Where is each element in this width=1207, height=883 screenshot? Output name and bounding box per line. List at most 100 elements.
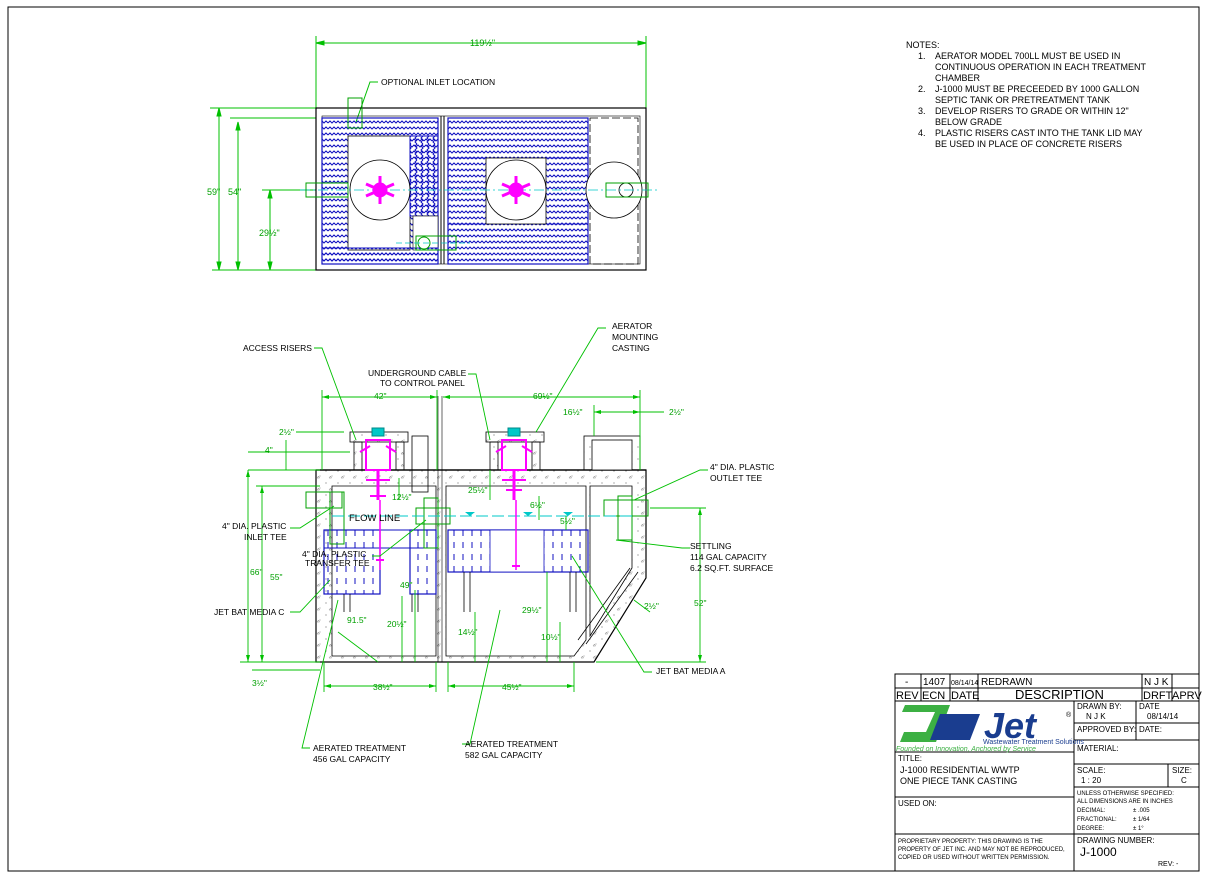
plan-inner-width-dim: 54" [228, 187, 241, 197]
dim-label: 6½" [530, 500, 545, 510]
outlet-tee-label: 4" DIA. PLASTIC [710, 462, 774, 472]
dim-label: 10½" [541, 632, 561, 642]
hdr-ecn: ECN [922, 690, 945, 702]
jet-logo: Jet ® Wastewater Treatment Solutions Fou… [896, 705, 1084, 753]
note-1-line: CONTINUOUS OPERATION IN EACH TREATMENT [935, 62, 1147, 72]
tolerance-label: FRACTIONAL: [1077, 817, 1117, 823]
settling-label: 114 GAL CAPACITY [690, 552, 767, 562]
note-4-line: BE USED IN PLACE OF CONCRETE RISERS [935, 139, 1122, 149]
note-1-line: AERATOR MODEL 700LL MUST BE USED IN [935, 51, 1120, 61]
dim-label: 2½" [669, 407, 684, 417]
date-label: DATE [1139, 702, 1160, 711]
section-view: ACCESS RISERS UNDERGROUND CABLE TO CONTR… [214, 321, 774, 764]
logo-subtitle: Wastewater Treatment Solutions [983, 739, 1084, 746]
aerator-right [495, 427, 533, 570]
inlet-tee-label: INLET TEE [244, 532, 287, 542]
hdr-date: DATE [951, 690, 980, 702]
aerated-chamber-2-label: 582 GAL CAPACITY [465, 750, 543, 760]
plan-width-dim: 59" [207, 187, 220, 197]
dim-label: 20½" [387, 619, 407, 629]
access-risers-label: ACCESS RISERS [243, 343, 312, 353]
drawing-number: J-1000 [1080, 845, 1117, 859]
hdr-description: DESCRIPTION [1015, 687, 1104, 702]
proprietary-notice: PROPRIETARY PROPERTY: THIS DRAWING IS TH… [898, 839, 1043, 845]
media-a-label: JET BAT MEDIA A [656, 666, 726, 676]
note-2-line: J-1000 MUST BE PRECEEDED BY 1000 GALLON [935, 84, 1139, 94]
dim-label: 52" [694, 598, 706, 608]
size-value: C [1181, 776, 1187, 785]
title-label: TITLE: [898, 754, 922, 763]
note-1-line: CHAMBER [935, 73, 981, 83]
notes-block: NOTES: 1. AERATOR MODEL 700LL MUST BE US… [906, 40, 1147, 149]
aerated-chamber-1-label: AERATED TREATMENT [313, 743, 406, 753]
tolerance-value: ± 1° [1133, 826, 1144, 832]
inlet-tee-label: 4" DIA. PLASTIC [222, 521, 286, 531]
dim-label: 5½" [560, 516, 575, 526]
revision-label: REV: - [1158, 861, 1179, 868]
drft-cell: N J K [1144, 677, 1169, 688]
dim-label: 29½" [522, 605, 542, 615]
notes-heading: NOTES: [906, 40, 940, 50]
proprietary-notice: PROPERTY OF JET INC. AND MAY NOT BE REPR… [898, 847, 1065, 853]
dim-label: 38½" [373, 682, 393, 692]
dim-label: 69½" [533, 391, 553, 401]
rev-date-cell: 08/14/14 [951, 680, 978, 687]
title-block [894, 673, 1200, 872]
note-4-num: 4. [918, 128, 926, 138]
note-4-line: PLASTIC RISERS CAST INTO THE TANK LID MA… [935, 128, 1143, 138]
transfer-tee-label: 4" DIA. PLASTIC [302, 549, 366, 559]
scale-value: 1 : 20 [1081, 776, 1102, 785]
proprietary-notice: COPIED OR USED WITHOUT WRITTEN PERMISSIO… [898, 855, 1050, 861]
scale-label: SCALE: [1077, 766, 1105, 775]
size-label: SIZE: [1172, 766, 1192, 775]
aerator-casting-label: CASTING [612, 343, 650, 353]
tolerance-heading: ALL DIMENSIONS ARE IN INCHES [1077, 799, 1173, 805]
approved-by-label: APPROVED BY: [1077, 725, 1136, 734]
note-2-line: SEPTIC TANK OR PRETREATMENT TANK [935, 95, 1110, 105]
plan-view: 119½" 59" 54" 29½" OPTIONAL INLET LOCATI… [207, 36, 660, 271]
transfer-tee-label: TRANSFER TEE [305, 558, 370, 568]
dim-label: 42" [374, 391, 386, 401]
rev-cell: - [905, 677, 908, 688]
material-label: MATERIAL: [1077, 744, 1119, 753]
drawing-title: J-1000 RESIDENTIAL WWTP [900, 765, 1020, 775]
note-3-line: BELOW GRADE [935, 117, 1002, 127]
dim-label: 66" [250, 567, 262, 577]
drawing-title: ONE PIECE TANK CASTING [900, 776, 1017, 786]
rev-description-cell: REDRAWN [981, 677, 1032, 688]
settling-label: 6.2 SQ.FT. SURFACE [690, 563, 773, 573]
dim-label: 25½" [468, 485, 488, 495]
tolerance-value: ± .005 [1133, 808, 1150, 814]
note-2-num: 2. [918, 84, 926, 94]
note-3-line: DEVELOP RISERS TO GRADE OR WITHIN 12" [935, 106, 1129, 116]
note-3-num: 3. [918, 106, 926, 116]
dim-label: 3½" [252, 678, 267, 688]
drawn-by-value: N J K [1086, 712, 1106, 721]
dim-label: 14½" [458, 627, 478, 637]
dim-label: 4" [265, 445, 273, 455]
aerated-chamber-1-label: 456 GAL CAPACITY [313, 754, 391, 764]
sheet-border [7, 6, 1200, 872]
cable-label: TO CONTROL PANEL [380, 378, 465, 388]
optional-inlet-label: OPTIONAL INLET LOCATION [381, 77, 495, 87]
dim-label: 2½" [644, 601, 659, 611]
dim-label: 2½" [279, 427, 294, 437]
used-on-label: USED ON: [898, 799, 937, 808]
note-1-num: 1. [918, 51, 926, 61]
dim-label: 55" [270, 572, 282, 582]
approved-date-label: DATE: [1139, 725, 1162, 734]
plan-half-width-dim: 29½" [259, 228, 280, 238]
drawn-by-label: DRAWN BY: [1077, 702, 1122, 711]
logo-wordmark: Jet [984, 705, 1038, 746]
hdr-drft: DRFT [1143, 690, 1173, 702]
registered-mark-icon: ® [1066, 711, 1072, 719]
media-c-label: JET BAT MEDIA C [214, 607, 284, 617]
tolerance-label: DEGREE: [1077, 826, 1104, 832]
dim-label: 12½" [392, 492, 412, 502]
dim-label: 16½" [563, 407, 583, 417]
dim-label: 91.5" [347, 615, 367, 625]
dim-label: 45½" [502, 682, 522, 692]
tolerance-value: ± 1/64 [1133, 817, 1150, 823]
settling-label: SETTLING [690, 541, 732, 551]
